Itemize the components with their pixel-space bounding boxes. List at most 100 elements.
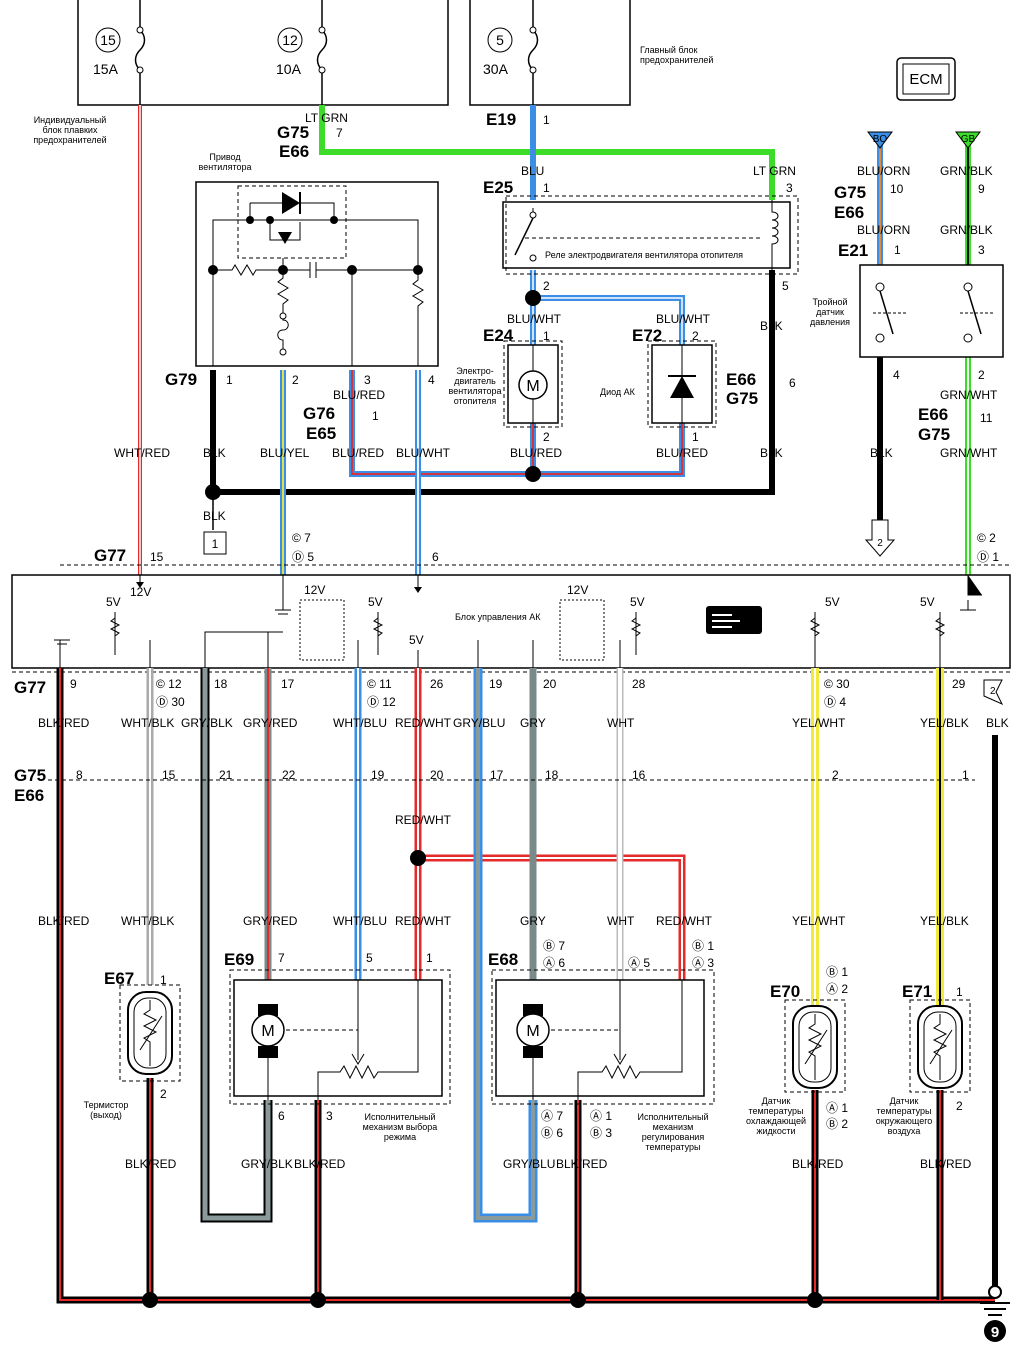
ac-unit-label: Блок управления АК [455,612,541,622]
pin-16-bot: 16 [632,768,646,782]
pin-c11: © 11 [367,677,392,691]
v12-c: 12V [567,583,588,597]
pin-c30: © 30 [824,677,850,691]
wire-redwht-r2b: RED/WHT [656,914,713,928]
ac-control-unit: 12V 12V 12V 5V 5V 5V 5V 5V 5V Блок управ… [11,574,1011,673]
conn-e66-right: E66 [834,203,864,222]
wire-whtblk-r2: WHT/BLK [121,914,174,928]
wire-ltgrn-label: LT GRN [305,111,348,125]
wire-redwht-mid: RED/WHT [395,813,452,827]
pin-10-right: 10 [890,182,904,196]
wire-gryred-r1: GRY/RED [243,716,298,730]
v5-d: 5V [630,595,645,609]
conn-g79: G79 [165,370,197,389]
conn-e67: E67 [104,969,134,988]
wire-blkred-e68: BLK/RED [556,1157,608,1171]
pin-3-g79: 3 [364,373,371,387]
v5-c: 5V [409,633,424,647]
wire-whtred-label: WHT/RED [114,446,170,460]
pin-b1-e68: Ⓑ 1 [692,939,714,953]
pin-b6-e68: Ⓑ 6 [541,1126,563,1140]
pin-3-e21: 3 [978,243,985,257]
wire-grnblk-mid: GRN/BLK [940,223,993,237]
fuse-5-rating: 30A [483,61,509,77]
wire-blkred-r2: BLK/RED [38,914,90,928]
pin-1-g76: 1 [372,409,379,423]
wire-blk-relay-label: BLK [760,319,783,333]
pin-17-bot: 17 [490,768,504,782]
fuse-12-num: 12 [282,32,298,48]
pin-18-g77: 18 [214,677,228,691]
pin-1-e71: 1 [956,985,963,999]
pin-b7-e68: Ⓑ 7 [543,939,565,953]
pin-4-g79: 4 [428,373,435,387]
pin-2-e71: 2 [956,1099,963,1113]
pin-8-bot: 8 [76,768,83,782]
actuator-e68: M [491,969,715,1105]
pin-1-e25: 1 [543,181,550,195]
pin-1-g79: 1 [226,373,233,387]
wire-yelblk-r2: YEL/BLK [920,914,969,928]
pin-19-g77: 19 [489,677,503,691]
fuse-box-individual: 15 15A 12 10A [77,0,449,106]
pin-1-e21: 1 [894,243,901,257]
v12-a: 12V [130,585,151,599]
relay-box [502,195,799,275]
pin-6-g77: 6 [432,550,439,564]
pin-5-e25: 5 [782,279,789,293]
pin-11-right: 11 [980,411,993,425]
relay-label: Реле электродвигателя вентилятора отопит… [545,250,743,260]
pin-a2-e70: Ⓐ 2 [826,982,848,996]
wire-yelwht-r1: YEL/WHT [792,716,846,730]
wire-blk-r1: BLK [986,716,1009,730]
thermistor-e67 [119,984,181,1082]
wire-gryred-r2: GRY/RED [243,914,298,928]
wire-blk-e66-label: BLK [760,446,783,460]
wire-blured-motor-label: BLU/RED [510,446,562,460]
pin-9-right: 9 [978,182,985,196]
bo-label: BO [873,134,888,145]
pin-1-e19: 1 [543,113,550,127]
wire-blured-g76-label: BLU/RED [333,388,385,402]
conn-g76: G76 [303,404,335,423]
wire-blkred-r1: BLK/RED [38,716,90,730]
pin-d1: Ⓓ 1 [977,550,999,564]
pin-7-e69: 7 [278,951,285,965]
pin-c12: © 12 [156,677,182,691]
pin-2-e67: 2 [160,1087,167,1101]
conn-e72: E72 [632,326,662,345]
conn-g75-top: G75 [277,123,309,142]
pin-a3-e68: Ⓐ 3 [692,956,714,970]
pin-28-g77: 28 [632,677,646,691]
fuse-15-num: 15 [100,32,116,48]
pin-b1-e70: Ⓑ 1 [826,965,848,979]
pin-2-bot: 2 [832,768,839,782]
pressure-sensor-e21 [859,264,1004,358]
pin-b3-e68: Ⓑ 3 [590,1126,612,1140]
wire-blkred-e67: BLK/RED [125,1157,177,1171]
conn-e66-top: E66 [279,142,309,161]
wire-whtblu-r1: WHT/BLU [333,716,387,730]
pin-c2: © 2 [977,531,996,545]
actuator-e69: M [229,969,451,1105]
pin-a1-e70: Ⓐ 1 [826,1101,848,1115]
conn-e66-right2: E66 [918,405,948,424]
pin-a7-e68: Ⓐ 7 [541,1109,563,1123]
wire-yelblk-r1: YEL/BLK [920,716,969,730]
conn-e24: E24 [483,326,514,345]
pressure-label: Тройной датчик давления [810,297,850,327]
conn-e66-mid: E66 [726,370,756,389]
wire-bluwht-label: BLU/WHT [396,446,451,460]
pin-6-mid: 6 [789,376,796,390]
fan-drive-box [195,181,439,367]
e71-label: Датчик температуры окружающего воздуха [875,1096,933,1136]
wire-grnwht-top: GRN/WHT [940,388,998,402]
wire-ltgrn-relay-label: LT GRN [753,164,796,178]
v5-a: 5V [106,595,121,609]
pin-1-e72: 1 [692,430,699,444]
pin-5-e69: 5 [366,951,373,965]
v5-b: 5V [368,595,383,609]
pin-d4: Ⓓ 4 [824,695,846,709]
conn-g75-mid: G75 [726,389,758,408]
